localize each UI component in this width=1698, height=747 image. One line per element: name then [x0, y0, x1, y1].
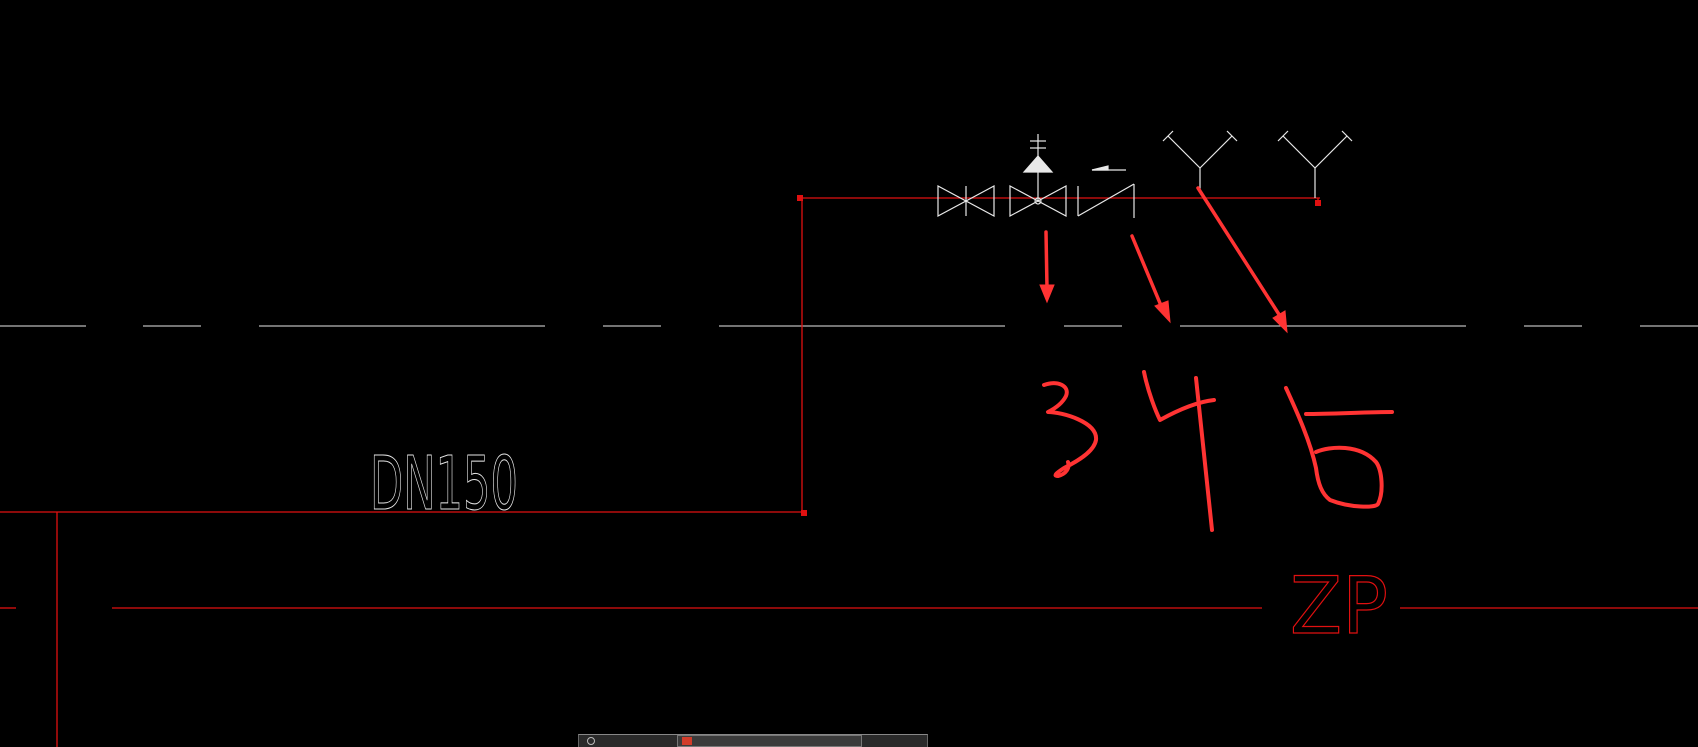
pipe-node-markers — [797, 195, 1321, 516]
signal-valve-icon[interactable] — [1009, 134, 1067, 218]
layer-color-swatch — [682, 737, 692, 745]
gate-valve-icon[interactable] — [937, 184, 995, 218]
layer-state-icon[interactable] — [587, 737, 595, 745]
sprinkler-head-icon[interactable] — [1277, 130, 1353, 198]
markup-handwritten-numbers — [1042, 370, 1394, 532]
sprinkler-head-icon[interactable] — [1162, 130, 1238, 190]
check-valve-icon[interactable] — [1077, 165, 1135, 218]
pipe-size-label: DN150 — [370, 441, 518, 527]
handwritten-number-4 — [1142, 370, 1216, 532]
main-pipe[interactable] — [0, 197, 1698, 747]
zone-label: ZP — [1290, 562, 1388, 652]
status-strip[interactable] — [578, 734, 928, 747]
markup-arrows — [1039, 186, 1288, 334]
layer-dropdown[interactable] — [677, 735, 862, 747]
handwritten-number-3 — [1042, 381, 1098, 478]
handwritten-number-5 — [1284, 386, 1394, 509]
